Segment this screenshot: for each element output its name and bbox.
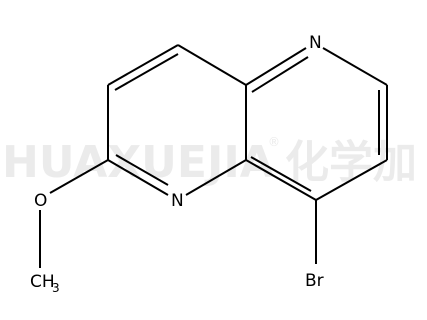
atom-methyl-subscript: 3	[52, 281, 60, 295]
bond-c3-c4	[315, 159, 388, 201]
bond-c8-c7-inner	[114, 53, 179, 91]
bond-n1-c2	[322, 47, 388, 86]
watermark-text: HUAXUEJIA	[2, 137, 274, 188]
bond-n5-c4a	[185, 159, 247, 196]
bond-c8a-n1	[245, 47, 307, 86]
watermark-registered-mark: ®	[268, 135, 280, 149]
bond-c6-n5	[107, 159, 169, 196]
atom-n-top: N	[309, 33, 322, 53]
atom-bromine: Br	[305, 271, 324, 291]
bond-c4-c4a-inner	[250, 156, 312, 192]
bond-c4-c4a	[245, 159, 317, 201]
bond-c8-c7	[107, 44, 179, 86]
bond-c8a-c8	[177, 44, 247, 86]
atom-oxygen: O	[34, 191, 47, 211]
atom-n-mid: N	[171, 191, 184, 211]
atom-methyl: CH	[30, 272, 55, 292]
bond-c8a-n1-inner	[251, 56, 309, 93]
atom-labels: N N O CH 3 Br	[30, 33, 324, 295]
bonds	[39, 44, 388, 268]
watermark: HUAXUEJIA ® 化学加	[2, 135, 417, 188]
bond-c6-n5-inner	[115, 154, 169, 186]
bond-c6-o	[49, 159, 109, 194]
